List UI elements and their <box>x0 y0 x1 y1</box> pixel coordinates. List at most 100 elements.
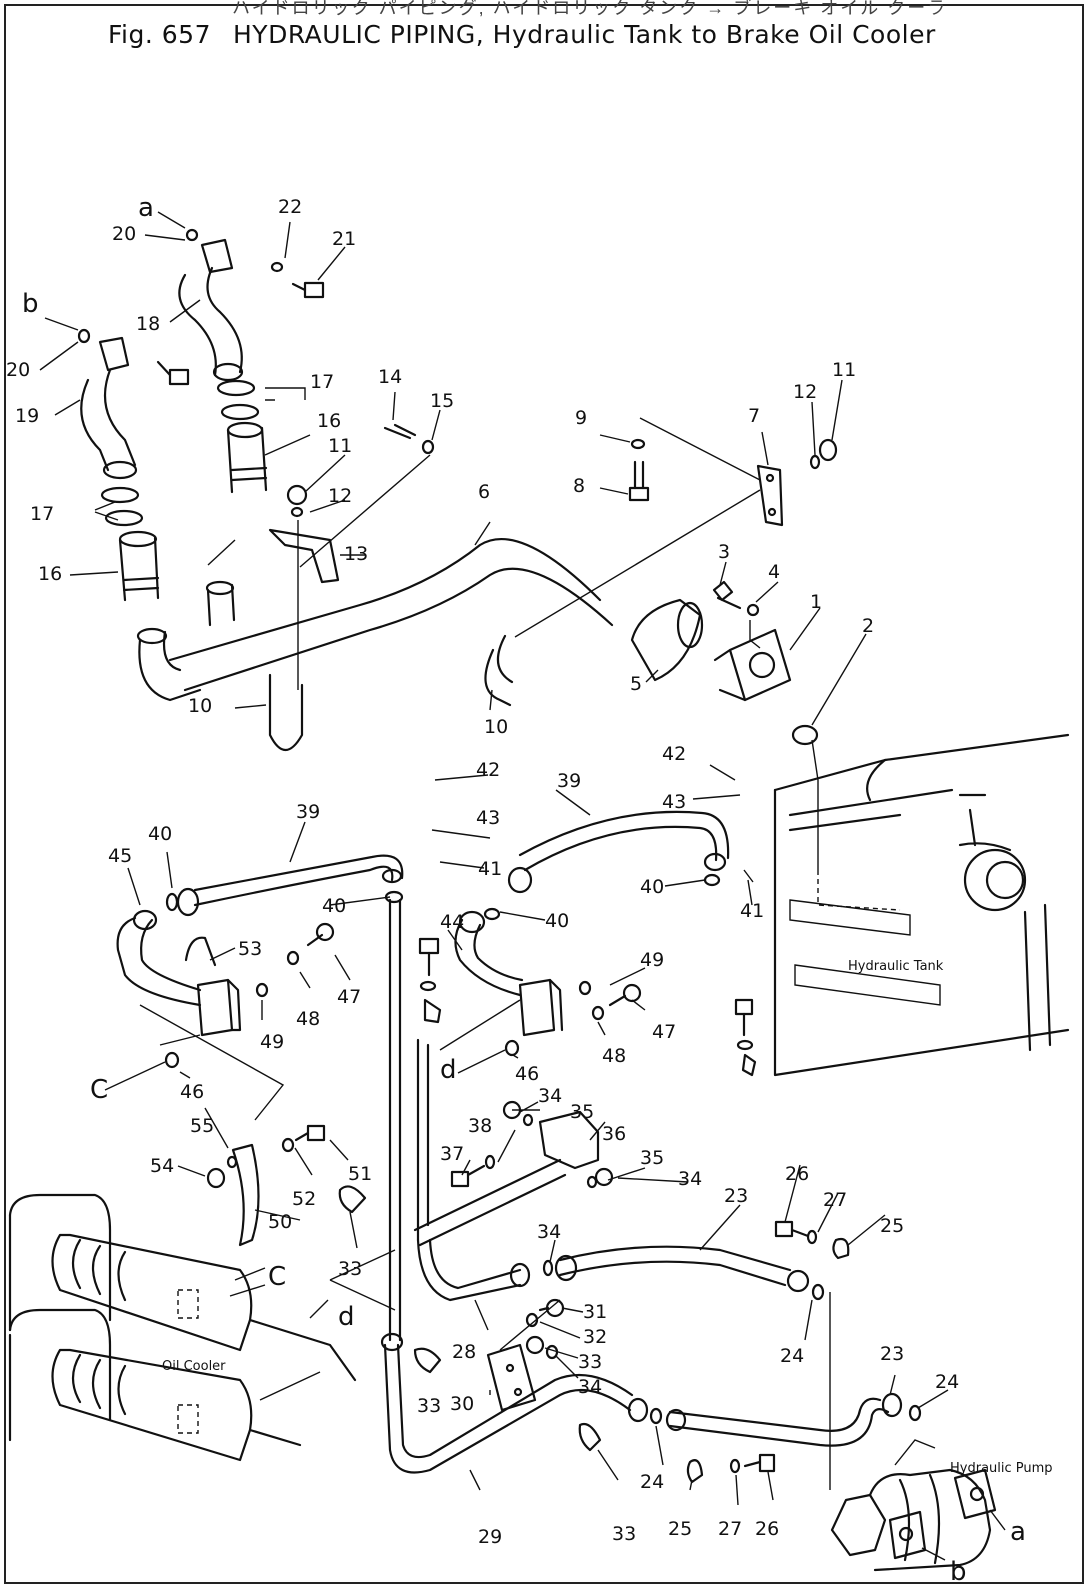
part-number: 16 <box>317 410 341 432</box>
part-number: 1 <box>810 591 822 613</box>
part-number: 52 <box>292 1188 316 1210</box>
part-number: 10 <box>188 695 212 717</box>
part-number: 14 <box>378 366 402 388</box>
part-number: 8 <box>573 475 585 497</box>
part-number: 34 <box>578 1376 602 1398</box>
part-number: 24 <box>780 1345 804 1367</box>
part-number: 27 <box>823 1189 847 1211</box>
part-number: 28 <box>452 1341 476 1363</box>
part-number: 12 <box>793 381 817 403</box>
part-number: 23 <box>724 1185 748 1207</box>
figure-caption: HYDRAULIC PIPING, Hydraulic Tank to Brak… <box>233 20 936 49</box>
part-number: 41 <box>740 900 764 922</box>
part-number: 40 <box>148 823 172 845</box>
part-number: 33 <box>612 1523 636 1545</box>
part-number: 48 <box>602 1045 626 1067</box>
part-number: 10 <box>484 716 508 738</box>
ref-d-cooler: d <box>338 1302 355 1332</box>
part-number: 37 <box>440 1143 464 1165</box>
part-number: 45 <box>108 845 132 867</box>
part-number: 38 <box>468 1115 492 1137</box>
part-number: 21 <box>332 228 356 250</box>
part-number: 20 <box>6 359 30 381</box>
part-number: 40 <box>640 876 664 898</box>
ref-a-pump: a <box>1010 1517 1026 1547</box>
part-number: 7 <box>748 405 760 427</box>
part-number: 35 <box>640 1147 664 1169</box>
part-number: 33 <box>417 1395 441 1417</box>
part-number: 34 <box>678 1168 702 1190</box>
leader-lines <box>39 211 1006 1561</box>
part-number: 55 <box>190 1115 214 1137</box>
ref-b-top: b <box>22 289 39 319</box>
part-number: 44 <box>440 911 464 933</box>
title-japanese: ハイドロリック パイピング, ハイドロリック タンク → ブレーキ オイル クー… <box>232 0 948 18</box>
part-number: 11 <box>328 435 352 457</box>
part-number: 34 <box>538 1085 562 1107</box>
part-number: 11 <box>832 359 856 381</box>
part-number: 39 <box>557 770 581 792</box>
part-number: 33 <box>578 1351 602 1373</box>
middle-hose-assembly <box>116 810 757 1342</box>
part-number: 25 <box>668 1518 692 1540</box>
part-number: 43 <box>662 791 686 813</box>
figure-number: Fig. 657 <box>108 20 211 49</box>
part-number: 42 <box>476 759 500 781</box>
part-number: 30 <box>450 1393 474 1415</box>
ref-a-top: a <box>138 193 154 223</box>
part-number: 41 <box>478 858 502 880</box>
part-number: 26 <box>785 1163 809 1185</box>
part-number: 42 <box>662 743 686 765</box>
part-number: 40 <box>545 910 569 932</box>
part-number: 46 <box>515 1063 539 1085</box>
part-number: 49 <box>260 1031 284 1053</box>
part-number: 43 <box>476 807 500 829</box>
caption-hydraulic-tank: Hydraulic Tank <box>848 959 944 974</box>
part-number: 22 <box>278 196 302 218</box>
oil-cooler <box>8 1193 357 1462</box>
part-number: 53 <box>238 938 262 960</box>
part-number: 5 <box>630 673 642 695</box>
hydraulic-pump <box>830 1439 997 1572</box>
part-number: 47 <box>337 986 361 1008</box>
hydraulic-tank <box>773 733 1070 1077</box>
part-number: 27 <box>718 1518 742 1540</box>
ref-d-mid: d <box>440 1055 457 1085</box>
part-number: 25 <box>880 1215 904 1237</box>
part-number: 40 <box>322 895 346 917</box>
part-number: 17 <box>30 503 54 525</box>
caption-hydraulic-pump: Hydraulic Pump <box>950 1461 1053 1476</box>
part-number: 20 <box>112 223 136 245</box>
figure-title: Fig. 657 HYDRAULIC PIPING, Hydraulic Tank… <box>108 20 936 49</box>
part-number: 33 <box>338 1258 362 1280</box>
part-number: 50 <box>268 1211 292 1233</box>
part-number: 36 <box>602 1123 626 1145</box>
part-number: 24 <box>935 1371 959 1393</box>
part-number: 35 <box>570 1101 594 1123</box>
part-number: 17 <box>310 371 334 393</box>
part-number: 51 <box>348 1163 372 1185</box>
ref-c-cooler: C <box>268 1262 286 1292</box>
ref-c-left: C <box>90 1075 108 1105</box>
part-number: 15 <box>430 390 454 412</box>
part-number: 24 <box>640 1471 664 1493</box>
part-number: 23 <box>880 1343 904 1365</box>
part-number: 3 <box>718 541 730 563</box>
ref-b-pump: b <box>950 1557 967 1587</box>
part-number: 49 <box>640 949 664 971</box>
part-number: 39 <box>296 801 320 823</box>
part-number: 26 <box>755 1518 779 1540</box>
part-number: 4 <box>768 561 780 583</box>
part-number: 2 <box>862 615 874 637</box>
lower-pipe-assembly <box>206 1100 922 1490</box>
part-number: 12 <box>328 485 352 507</box>
caption-oil-cooler: Oil Cooler <box>162 1359 226 1374</box>
part-number: 46 <box>180 1081 204 1103</box>
drawing-frame <box>4 4 1084 1584</box>
part-number: 29 <box>478 1526 502 1548</box>
part-number: 13 <box>344 543 368 565</box>
part-number: 54 <box>150 1155 174 1177</box>
part-number: 6 <box>478 481 490 503</box>
part-number: 47 <box>652 1021 676 1043</box>
